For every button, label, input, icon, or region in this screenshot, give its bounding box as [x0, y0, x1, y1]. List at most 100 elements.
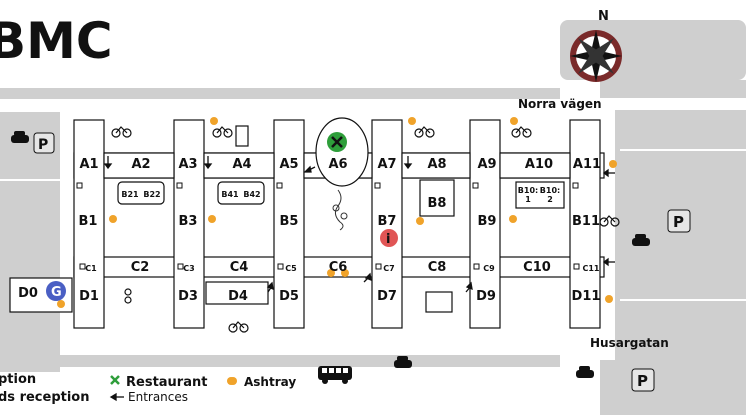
stairs-icon [473, 263, 480, 270]
building-a7-label: A7 [377, 157, 396, 172]
campus-title: BMC [0, 12, 113, 70]
main-complex [9, 119, 605, 329]
stairs-icon [276, 182, 283, 189]
building-d7-label: D7 [377, 289, 397, 304]
bicycle-icon [599, 215, 620, 227]
building-c6-label: C6 [329, 260, 348, 275]
stairs-icon [375, 263, 382, 270]
building-b8-label: B8 [428, 196, 447, 211]
building-d11-label: D11 [572, 289, 601, 304]
entrance-arrows [103, 156, 615, 293]
svg-text:P: P [673, 213, 684, 231]
ashtray-icon [57, 300, 65, 308]
building-d0-label: D0 [18, 286, 38, 301]
building-a2-label: A2 [131, 157, 150, 172]
ashtray-icon [408, 117, 416, 125]
ashtray-icon [609, 160, 617, 168]
stairs-icon [374, 182, 381, 189]
ashtray-icon [510, 117, 518, 125]
parking-east: P [667, 209, 691, 233]
building-d9-label: D9 [476, 289, 496, 304]
bicycle-icon [111, 126, 132, 138]
building-c10-label: C10 [523, 260, 551, 275]
sculpture [332, 189, 348, 231]
building-a5-label: A5 [279, 157, 298, 172]
legend-restaurant-icon [110, 375, 120, 385]
building-b9-label: B9 [478, 214, 497, 229]
ashtray-markers [57, 117, 617, 385]
legend-ashtray-icon [229, 377, 237, 385]
ashtray-icon [341, 269, 349, 277]
building-b10-2-label: B10: [540, 186, 560, 195]
ground-roads [0, 99, 746, 301]
building-c8-label: C8 [428, 260, 447, 275]
stairs-icon [277, 263, 284, 270]
building-b3-label: B3 [179, 214, 198, 229]
legend-reception: ption [0, 372, 36, 387]
svg-text:i: i [386, 232, 390, 247]
legend-goods-reception: ds reception [0, 390, 89, 405]
building-a9-label: A9 [477, 157, 496, 172]
parking-south: P [631, 368, 655, 392]
compass-north-label: N [598, 9, 609, 24]
building-d4-label: D4 [228, 289, 248, 304]
building-d3-label: D3 [178, 289, 198, 304]
ashtray-icon [509, 215, 517, 223]
building-a1-label: A1 [79, 157, 98, 172]
svg-text:P: P [637, 372, 648, 390]
bicycle-icon [414, 126, 435, 138]
car-icon [632, 234, 650, 246]
building-b42-label: B42 [243, 190, 260, 199]
building-b1-label: B1 [79, 214, 98, 229]
parking-west: P [33, 132, 55, 154]
bicycle-icon [124, 288, 132, 304]
stairs-icon [177, 263, 184, 270]
ashtray-icon [416, 217, 424, 225]
building-b10-1-sub-label: 1 [525, 195, 531, 204]
building-b10-2-sub-label: 2 [547, 195, 553, 204]
building-b10-1-label: B10: [518, 186, 538, 195]
reception-icon: G [46, 281, 66, 301]
building-a10-label: A10 [525, 157, 553, 172]
stairs-icon [573, 263, 580, 270]
svg-text:G: G [51, 285, 62, 300]
legend-entrance-arrow-icon [109, 392, 124, 402]
building-d1-label: D1 [79, 289, 99, 304]
ashtray-icon [327, 269, 335, 277]
car-icon [11, 131, 29, 143]
building-c11-label: C11 [582, 264, 599, 273]
stairs-icon [572, 182, 579, 189]
building-b41-label: B41 [221, 190, 239, 199]
building-a4-label: A4 [232, 157, 251, 172]
building-c4-label: C4 [230, 260, 249, 275]
restaurant-icon [327, 132, 347, 152]
stairs-icon [472, 182, 479, 189]
legend-restaurant: Restaurant [126, 375, 207, 390]
legend-entrances: Entrances [128, 390, 188, 404]
building-a6-label: A6 [328, 157, 347, 172]
car-icon [394, 356, 412, 368]
restaurant-building [315, 117, 369, 187]
building-a3-label: A3 [178, 157, 197, 172]
info-icon: i [380, 229, 398, 247]
building-b7-label: B7 [378, 214, 397, 229]
road-husargatan: Husargatan [590, 336, 669, 350]
building-c7-label: C7 [383, 264, 394, 273]
ashtray-icon [605, 295, 613, 303]
building-a8-label: A8 [427, 157, 446, 172]
bicycle-icon [511, 126, 532, 138]
building-b21-label: B21 [121, 190, 139, 199]
compass-icon [570, 30, 622, 82]
building-b11-label: B11 [572, 214, 600, 229]
building-c3-label: C3 [183, 264, 194, 273]
building-c9-label: C9 [483, 264, 495, 273]
ashtray-icon [109, 215, 117, 223]
bicycle-icon [212, 126, 233, 138]
building-b5-label: B5 [280, 214, 299, 229]
car-icon [576, 366, 594, 378]
bicycle-icon [228, 321, 249, 333]
ashtray-icon [208, 215, 216, 223]
building-b22-label: B22 [143, 190, 160, 199]
